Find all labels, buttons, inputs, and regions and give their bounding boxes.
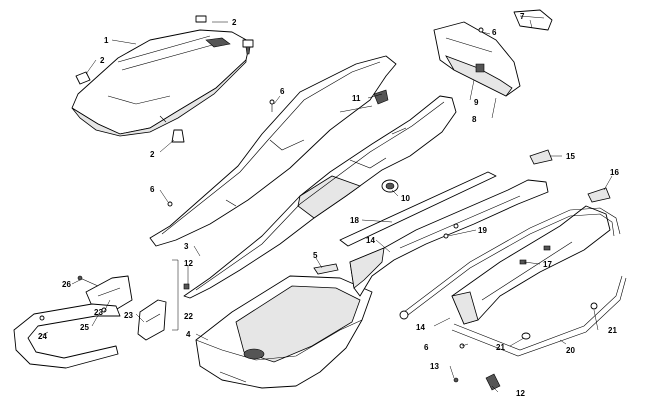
callout-3: 3 bbox=[184, 242, 189, 251]
center-body-panel bbox=[183, 95, 457, 299]
callout-14-lower: 14 bbox=[416, 323, 425, 332]
plug-21-a bbox=[521, 332, 531, 340]
bumper-24 bbox=[13, 303, 121, 369]
callout-19: 19 bbox=[478, 226, 487, 235]
callout-2-top: 2 bbox=[232, 18, 237, 27]
callout-labels: 1 2 2 2 3 4 5 6 6 6 6 7 8 9 10 11 12 12 … bbox=[38, 12, 619, 398]
callout-13: 13 bbox=[430, 362, 439, 371]
screw-6-b bbox=[167, 201, 173, 207]
callout-15: 15 bbox=[566, 152, 575, 161]
rail-18 bbox=[339, 171, 497, 247]
callout-6-left: 6 bbox=[150, 185, 155, 194]
callout-24: 24 bbox=[38, 332, 47, 341]
fastener-2-left bbox=[75, 71, 91, 85]
callout-4: 4 bbox=[186, 330, 191, 339]
callout-2-left: 2 bbox=[100, 56, 105, 65]
knob-10 bbox=[381, 179, 399, 193]
callout-7: 7 bbox=[520, 12, 525, 21]
callout-21-right: 21 bbox=[608, 326, 617, 335]
bolt-26 bbox=[77, 275, 99, 287]
bracket-23-lower bbox=[137, 299, 167, 341]
callout-6-bottom: 6 bbox=[424, 343, 429, 352]
bracket-22-frame bbox=[172, 259, 179, 331]
callout-6-right: 6 bbox=[492, 28, 497, 37]
fastener-2-bottom bbox=[171, 129, 185, 143]
callout-14-upper: 14 bbox=[366, 236, 375, 245]
callout-12-right: 12 bbox=[516, 389, 525, 398]
hood-cover bbox=[71, 29, 251, 137]
callout-1: 1 bbox=[104, 36, 109, 45]
callout-6-top: 6 bbox=[280, 87, 285, 96]
side-rail-14 bbox=[349, 179, 549, 297]
callout-21-left: 21 bbox=[496, 343, 505, 352]
bolt-13 bbox=[453, 377, 459, 383]
callout-25: 25 bbox=[80, 323, 89, 332]
storage-tub bbox=[195, 275, 373, 389]
plug-21-b bbox=[590, 302, 598, 310]
callout-16: 16 bbox=[610, 168, 619, 177]
fastener-2-top bbox=[195, 15, 254, 55]
fastener-12-left bbox=[183, 283, 190, 290]
fastener-12-right bbox=[485, 373, 501, 391]
rear-grab-handle bbox=[513, 9, 553, 31]
callout-23-upper: 23 bbox=[94, 308, 103, 317]
rail-15-cap bbox=[529, 149, 553, 165]
callout-20: 20 bbox=[566, 346, 575, 355]
screw-19 bbox=[443, 233, 449, 239]
callout-17: 17 bbox=[543, 260, 552, 269]
callout-2-bottom: 2 bbox=[150, 150, 155, 159]
callout-23-lower: 23 bbox=[124, 311, 133, 320]
leader-lines bbox=[39, 19, 613, 393]
callout-10: 10 bbox=[401, 194, 410, 203]
callout-5: 5 bbox=[313, 251, 318, 260]
cap-16 bbox=[587, 187, 611, 203]
callout-12-left: 12 bbox=[184, 259, 193, 268]
callout-9: 9 bbox=[474, 98, 479, 107]
callout-22: 22 bbox=[184, 312, 193, 321]
callout-11: 11 bbox=[352, 94, 361, 103]
callout-18: 18 bbox=[350, 216, 359, 225]
screw-6-a bbox=[269, 99, 275, 112]
side-panel-left bbox=[149, 55, 397, 247]
bumper-tube-20 bbox=[399, 207, 627, 357]
rear-bracket-assembly bbox=[433, 21, 521, 97]
callout-26: 26 bbox=[62, 280, 71, 289]
callout-8: 8 bbox=[472, 115, 477, 124]
rear-bumper-17 bbox=[451, 205, 611, 325]
gasket-5 bbox=[313, 263, 339, 275]
